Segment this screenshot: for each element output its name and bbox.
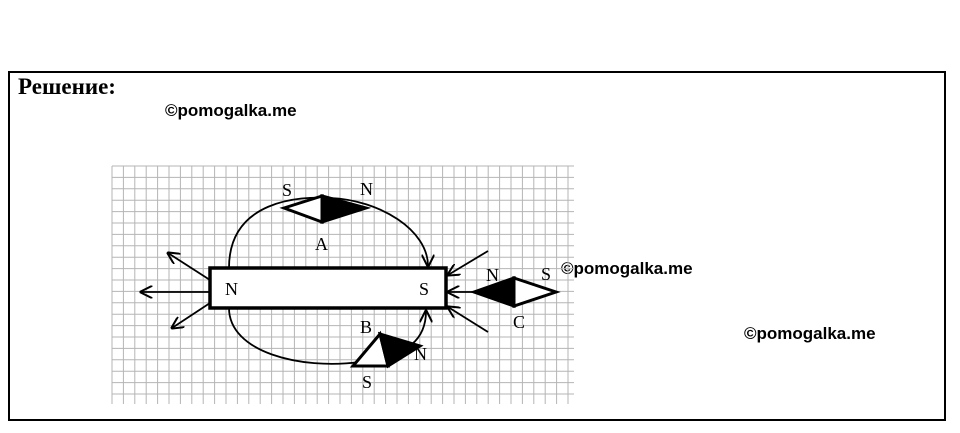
needle-a-south-label: S bbox=[282, 180, 292, 200]
needle-c-south-label: S bbox=[541, 264, 551, 284]
bar-magnet bbox=[208, 266, 448, 310]
watermark-bottom: ©pomogalka.me bbox=[744, 324, 876, 343]
compass-needle-b bbox=[349, 330, 424, 369]
compass-needle-c bbox=[469, 275, 561, 309]
needle-c-name-label: C bbox=[513, 312, 525, 332]
needle-a-name-label: A bbox=[315, 234, 328, 254]
solution-heading: Решение: bbox=[18, 74, 116, 99]
magnet-north-label: N bbox=[225, 279, 238, 299]
field-arrow-north-down bbox=[172, 302, 211, 328]
watermark-top: ©pomogalka.me bbox=[165, 101, 297, 120]
compass-needle-a bbox=[279, 193, 372, 225]
field-arrow-south-up bbox=[448, 250, 489, 275]
watermark-middle: ©pomogalka.me bbox=[561, 259, 693, 278]
magnet-south-label: S bbox=[419, 279, 429, 299]
needle-b-north-label: N bbox=[414, 344, 427, 364]
needle-b-south-label: S bbox=[362, 372, 372, 392]
field-arrow-south-down bbox=[448, 307, 489, 333]
field-arrow-north-up bbox=[168, 253, 211, 281]
field-line-bottom bbox=[228, 307, 426, 365]
needle-b-name-label: B bbox=[360, 317, 372, 337]
needle-c-north-label: N bbox=[486, 265, 499, 285]
needle-a-north-label: N bbox=[360, 179, 373, 199]
